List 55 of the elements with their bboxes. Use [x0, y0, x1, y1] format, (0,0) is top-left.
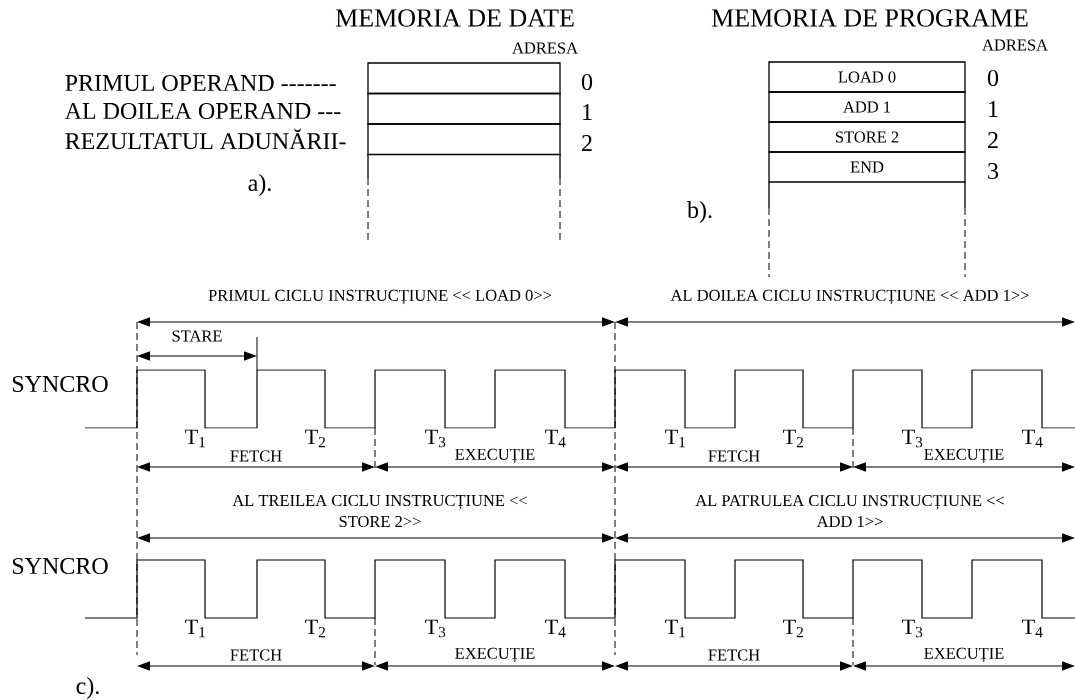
- column-heading: ADRESA: [512, 42, 578, 54]
- cycle-label: AL TREILEA CICLU INSTRUCȚIUNE << STORE 2>>: [232, 494, 527, 528]
- cycle-label: AL DOILEA CICLU INSTRUCȚIUNE << ADD 1>>: [670, 289, 1029, 305]
- phase-label: FETCH: [230, 649, 282, 661]
- memory-cell: ADD 1: [768, 91, 966, 123]
- column-heading: ADRESA: [982, 39, 1048, 51]
- phase-label: EXECUȚIE: [455, 647, 535, 663]
- clock-phase-label: T$_{2}$: [305, 619, 325, 638]
- clock-phase-label: T$_{3}$: [902, 429, 923, 448]
- phase-label: FETCH: [708, 649, 760, 661]
- phase-label: FETCH: [230, 450, 282, 462]
- operand-label: PRIMUL OPERAND -------: [65, 74, 336, 92]
- panel-label: b).: [687, 201, 712, 223]
- address-number: 0: [581, 73, 593, 91]
- signal-name: SYNCRO: [12, 557, 108, 575]
- address-number: 0: [987, 69, 999, 87]
- clock-phase-label: T$_{3}$: [425, 429, 446, 448]
- panel-label: a).: [248, 174, 271, 196]
- phase-label: EXECUȚIE: [924, 647, 1004, 663]
- signal-name: SYNCRO: [12, 375, 108, 393]
- clock-phase-label: T$_{3}$: [902, 619, 923, 638]
- clock-phase-label: T$_{2}$: [305, 429, 325, 448]
- clock-phase-label: T$_{3}$: [425, 619, 446, 638]
- clock-phase-label: T$_{1}$: [665, 619, 685, 638]
- memory-title: MEMORIA DE PROGRAME: [711, 9, 1028, 27]
- clock-phase-label: T$_{4}$: [545, 429, 566, 448]
- memory-cell: END: [768, 151, 966, 183]
- phase-label: EXECUȚIE: [924, 448, 1004, 464]
- operand-label: AL DOILEA OPERAND ---: [64, 102, 341, 120]
- memory-cell: [367, 92, 561, 125]
- memory-cell: LOAD 0: [768, 61, 966, 93]
- memory-cell: [367, 123, 561, 156]
- phase-label: FETCH: [708, 450, 760, 462]
- address-number: 1: [989, 101, 998, 117]
- memory-cell: STORE 2: [768, 121, 966, 153]
- cycle-label: PRIMUL CICLU INSTRUCȚIUNE << LOAD 0>>: [208, 289, 552, 305]
- state-label: STARE: [172, 330, 222, 342]
- clock-phase-label: T$_{1}$: [185, 429, 205, 448]
- clock-phase-label: T$_{4}$: [1022, 429, 1043, 448]
- clock-phase-label: T$_{1}$: [665, 429, 685, 448]
- clock-phase-label: T$_{2}$: [783, 619, 803, 638]
- clock-phase-label: T$_{1}$: [185, 619, 205, 638]
- memory-title: MEMORIA DE DATE: [335, 9, 574, 27]
- clock-phase-label: T$_{2}$: [783, 429, 803, 448]
- operand-label: REZULTATUL ADUNĂRII-: [65, 128, 346, 150]
- phase-label: EXECUȚIE: [455, 448, 535, 464]
- clock-phase-label: T$_{4}$: [1022, 619, 1043, 638]
- panel-label: c).: [76, 677, 99, 699]
- address-number: 3: [988, 162, 999, 180]
- address-number: 1: [583, 104, 592, 120]
- clock-phase-label: T$_{4}$: [545, 619, 566, 638]
- cycle-label: AL PATRULEA CICLU INSTRUCȚIUNE << ADD 1>>: [695, 495, 1004, 527]
- address-number: 2: [988, 132, 998, 148]
- memory-cell: [367, 62, 561, 95]
- address-number: 2: [582, 135, 592, 151]
